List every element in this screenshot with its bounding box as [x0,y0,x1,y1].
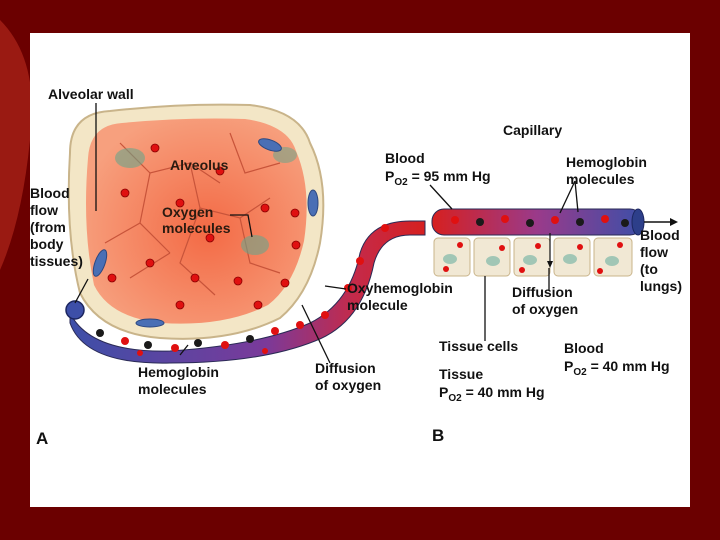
alveolus-label: Alveolus [170,157,229,173]
alveolus-group [67,103,325,340]
oxygen-diffusion-diagram: Alveolar wall Alveolus Oxygen molecules … [30,86,682,448]
panel-a-label: A [36,429,48,448]
oxyhemoglobin-label-1: Oxyhemoglobin [347,280,453,296]
hemoglobin-right-label-2: molecules [566,171,635,187]
wall-capillaries [92,138,319,328]
diffusion-left-label-2: of oxygen [315,377,381,393]
capillary-hemoglobin [451,215,629,227]
diffusion-arrow-head [547,261,553,268]
labels-panel-a: Alveolar wall Alveolus Oxygen molecules … [30,86,453,448]
oxyhemoglobin-label-2: molecule [347,297,408,313]
panel-b-label: B [432,426,444,445]
hemoglobin-right-label-1: Hemoglobin [566,154,647,170]
vessel-a-hemoglobin [96,224,389,356]
tissue-cells-label: Tissue cells [439,338,518,354]
blood-flow-to-label-1: Blood [640,227,680,243]
capillary-group [431,208,678,277]
slide-corner-swoosh [0,20,32,270]
capillary-label: Capillary [503,122,562,138]
blood-flow-from-label-5: tissues) [30,253,83,269]
blood-flow-to-label-3: (to [640,261,658,277]
tissue-label: Tissue [439,366,483,382]
flow-arrow-head [670,218,678,226]
blood-flow-to-label-2: flow [640,244,668,260]
leader-lines [74,103,579,364]
diffusion-right-label-1: Diffusion [512,284,573,300]
blood-bottom-label: Blood [564,340,604,356]
vessel-body [69,220,426,364]
vessel-open-end [65,300,85,320]
blood-flow-from-label-1: Blood [30,185,70,201]
blood-flow-from-label-2: flow [30,202,58,218]
po2-tissue-label: PO2 = 40 mm Hg [439,384,545,404]
alveolus-oxygen-molecules [107,143,301,310]
oxygen-molecules-label-1: Oxygen [162,204,213,220]
diagram-panel: Alveolar wall Alveolus Oxygen molecules … [30,33,690,507]
capillary-tube [431,208,643,236]
diffusion-right-label-2: of oxygen [512,301,578,317]
oxygen-molecules-label-2: molecules [162,220,231,236]
po2-top-label: PO2 = 95 mm Hg [385,168,491,188]
tissue-cells [433,237,633,277]
labels-panel-b: Capillary Blood PO2 = 95 mm Hg Hemoglobi… [385,122,682,445]
po2-bottom-label: PO2 = 40 mm Hg [564,358,670,378]
blood-top-label: Blood [385,150,425,166]
blood-flow-to-label-4: lungs) [640,278,682,294]
hemoglobin-left-label-2: molecules [138,381,207,397]
alveolar-wall-label: Alveolar wall [48,86,134,102]
blood-flow-from-label-4: body [30,236,64,252]
diffusion-left-label-1: Diffusion [315,360,376,376]
hemoglobin-left-label-1: Hemoglobin [138,364,219,380]
alveolus-cell-lines [104,132,281,296]
blood-flow-from-label-3: (from [30,219,66,235]
blood-vessel-a [65,220,426,364]
alveolus-interior [86,118,307,324]
